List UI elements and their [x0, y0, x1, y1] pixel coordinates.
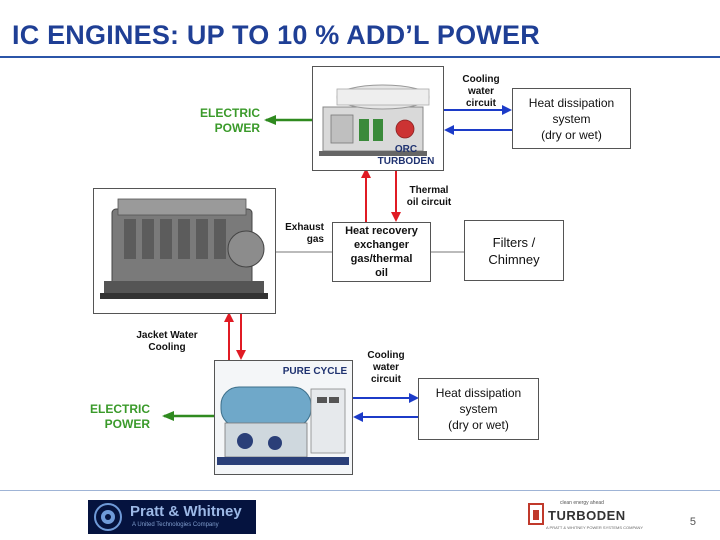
pure-heat-dissipation-box: Heat dissipation system (dry or wet): [418, 378, 539, 440]
title-rule: [0, 56, 720, 58]
pure-cycle-image-frame: [214, 360, 353, 475]
turboden-tagline: clean energy ahead: [560, 500, 604, 506]
orc-heat-dissipation-box: Heat dissipation system (dry or wet): [512, 88, 631, 149]
pure-cooling-label: Cooling water circuit: [367, 350, 405, 385]
thermal-oil-label: Thermal oil circuit: [406, 185, 452, 208]
pw-eagle-mark-icon: [94, 503, 122, 531]
pw-name: Pratt & Whitney: [130, 503, 242, 520]
pure-cycle-unit-icon: [215, 361, 352, 474]
turboden-mark-icon: [528, 503, 544, 525]
pure-electric-power-label: ELECTRIC POWER: [90, 402, 150, 431]
orc-label: ORC TURBODEN: [377, 144, 435, 167]
turboden-logo-icon: clean energy ahead TURBODEN A PRATT & WH…: [528, 498, 643, 534]
footer-rule: [0, 490, 720, 491]
orc-cooling-label: Cooling water circuit: [462, 74, 500, 109]
filters-chimney-box: Filters / Chimney: [464, 220, 564, 281]
engine-image-frame: [93, 188, 276, 314]
orc-electric-power-label: ELECTRIC POWER: [200, 106, 260, 135]
orc-turbine-unit-icon: [319, 84, 430, 156]
slide-title: IC ENGINES: UP TO 10 % ADD’L POWER: [12, 20, 540, 50]
pratt-whitney-logo-icon: Pratt & Whitney A United Technologies Co…: [88, 500, 256, 534]
jacket-water-label: Jacket Water Cooling: [136, 330, 198, 353]
turboden-subtitle: A PRATT & WHITNEY POWER SYSTEMS COMPANY: [546, 525, 644, 530]
orc-image-frame: [312, 66, 444, 171]
ic-engine-icon: [94, 189, 275, 313]
page-number: 5: [689, 516, 696, 528]
pure-cycle-label: PURE CYCLE: [282, 366, 348, 377]
pw-subtitle: A United Technologies Company: [132, 522, 219, 528]
heat-recovery-exchanger-box: Heat recovery exchanger gas/thermal oil: [332, 222, 431, 282]
exhaust-gas-label: Exhaust gas: [285, 222, 324, 245]
turboden-name: TURBODEN: [548, 508, 626, 523]
